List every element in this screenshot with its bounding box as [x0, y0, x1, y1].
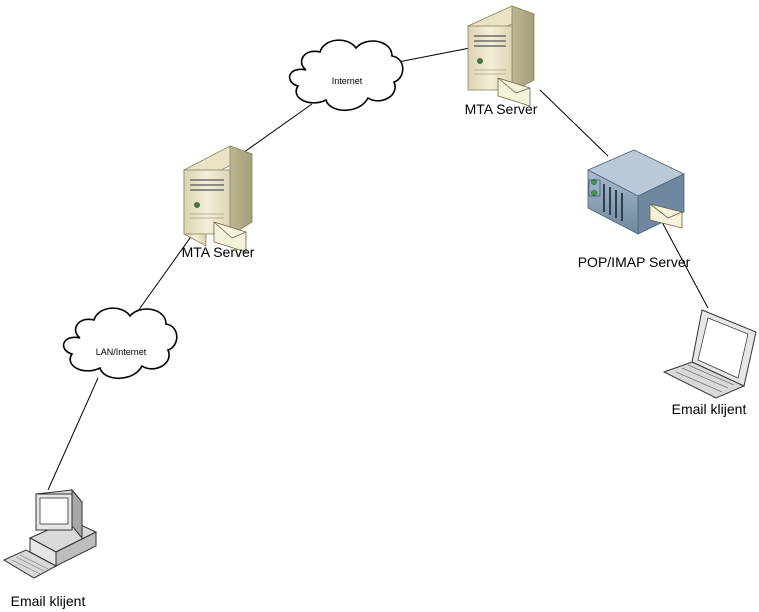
edge-internet-cloud-to-mta-top — [397, 47, 471, 63]
email-client-laptop: Email klijent — [662, 309, 757, 417]
edge-desktop-to-lan-cloud — [47, 377, 99, 491]
laptop-icon — [662, 309, 757, 399]
edge-pop-imap-to-laptop — [661, 221, 709, 309]
rack-server-icon — [587, 149, 685, 235]
pop-imap-server: POP/IMAP Server — [578, 149, 691, 270]
cloud-internet: Internet — [288, 39, 404, 112]
envelope-icon — [213, 221, 247, 253]
envelope-icon — [497, 77, 531, 107]
cloud-internet-label: Internet — [332, 76, 363, 86]
pop-imap-label: POP/IMAP Server — [578, 254, 691, 270]
email-client-desktop: Email klijent — [2, 488, 98, 609]
laptop-client-label: Email klijent — [672, 401, 747, 417]
cloud-icon — [62, 307, 178, 380]
edge-mta-top-to-pop-imap — [539, 89, 609, 157]
connections — [47, 47, 709, 491]
edge-mta-left-to-internet-cloud — [239, 103, 313, 156]
mta-left-label: MTA Server — [182, 244, 255, 260]
mta-server-top: MTA Server — [465, 5, 538, 117]
cloud-lan-label: LAN/Internet — [96, 347, 147, 357]
envelope-icon — [649, 203, 683, 229]
desktop-client-label: Email klijent — [11, 593, 86, 609]
mta-server-left: MTA Server — [182, 145, 255, 260]
desktop-computer-icon — [2, 488, 98, 579]
tower-server-icon — [466, 5, 536, 93]
tower-server-icon — [183, 145, 253, 247]
edge-lan-cloud-to-mta-left — [127, 223, 201, 326]
mta-top-label: MTA Server — [465, 101, 538, 117]
cloud-lan-internet: LAN/Internet — [62, 307, 178, 380]
cloud-icon — [288, 39, 404, 112]
